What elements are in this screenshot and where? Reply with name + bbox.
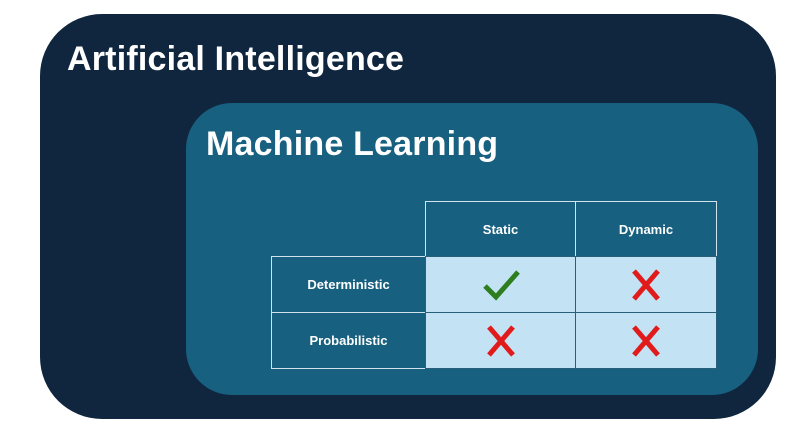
column-header-label: Static [482,221,519,237]
row-header-label: Deterministic [307,277,390,292]
cell-probabilistic-static [425,312,576,369]
column-header-label: Dynamic [618,221,674,237]
cross-icon [486,324,515,357]
cross-icon [632,268,660,301]
column-header-dynamic: Dynamic [575,201,717,257]
cell-probabilistic-dynamic [575,312,717,369]
row-header-deterministic: Deterministic [271,256,426,313]
cell-deterministic-dynamic [575,256,717,313]
cell-deterministic-static [425,256,576,313]
ai-container: Artificial Intelligence Machine Learning… [40,14,776,419]
ai-title: Artificial Intelligence [67,40,405,78]
check-icon [482,269,520,301]
ml-container: Machine Learning Static Dynamic Determin… [186,103,758,395]
row-header-label: Probabilistic [309,333,388,348]
cross-icon [632,324,660,357]
row-header-probabilistic: Probabilistic [271,312,426,369]
ml-title: Machine Learning [206,125,499,163]
column-header-static: Static [425,201,576,257]
